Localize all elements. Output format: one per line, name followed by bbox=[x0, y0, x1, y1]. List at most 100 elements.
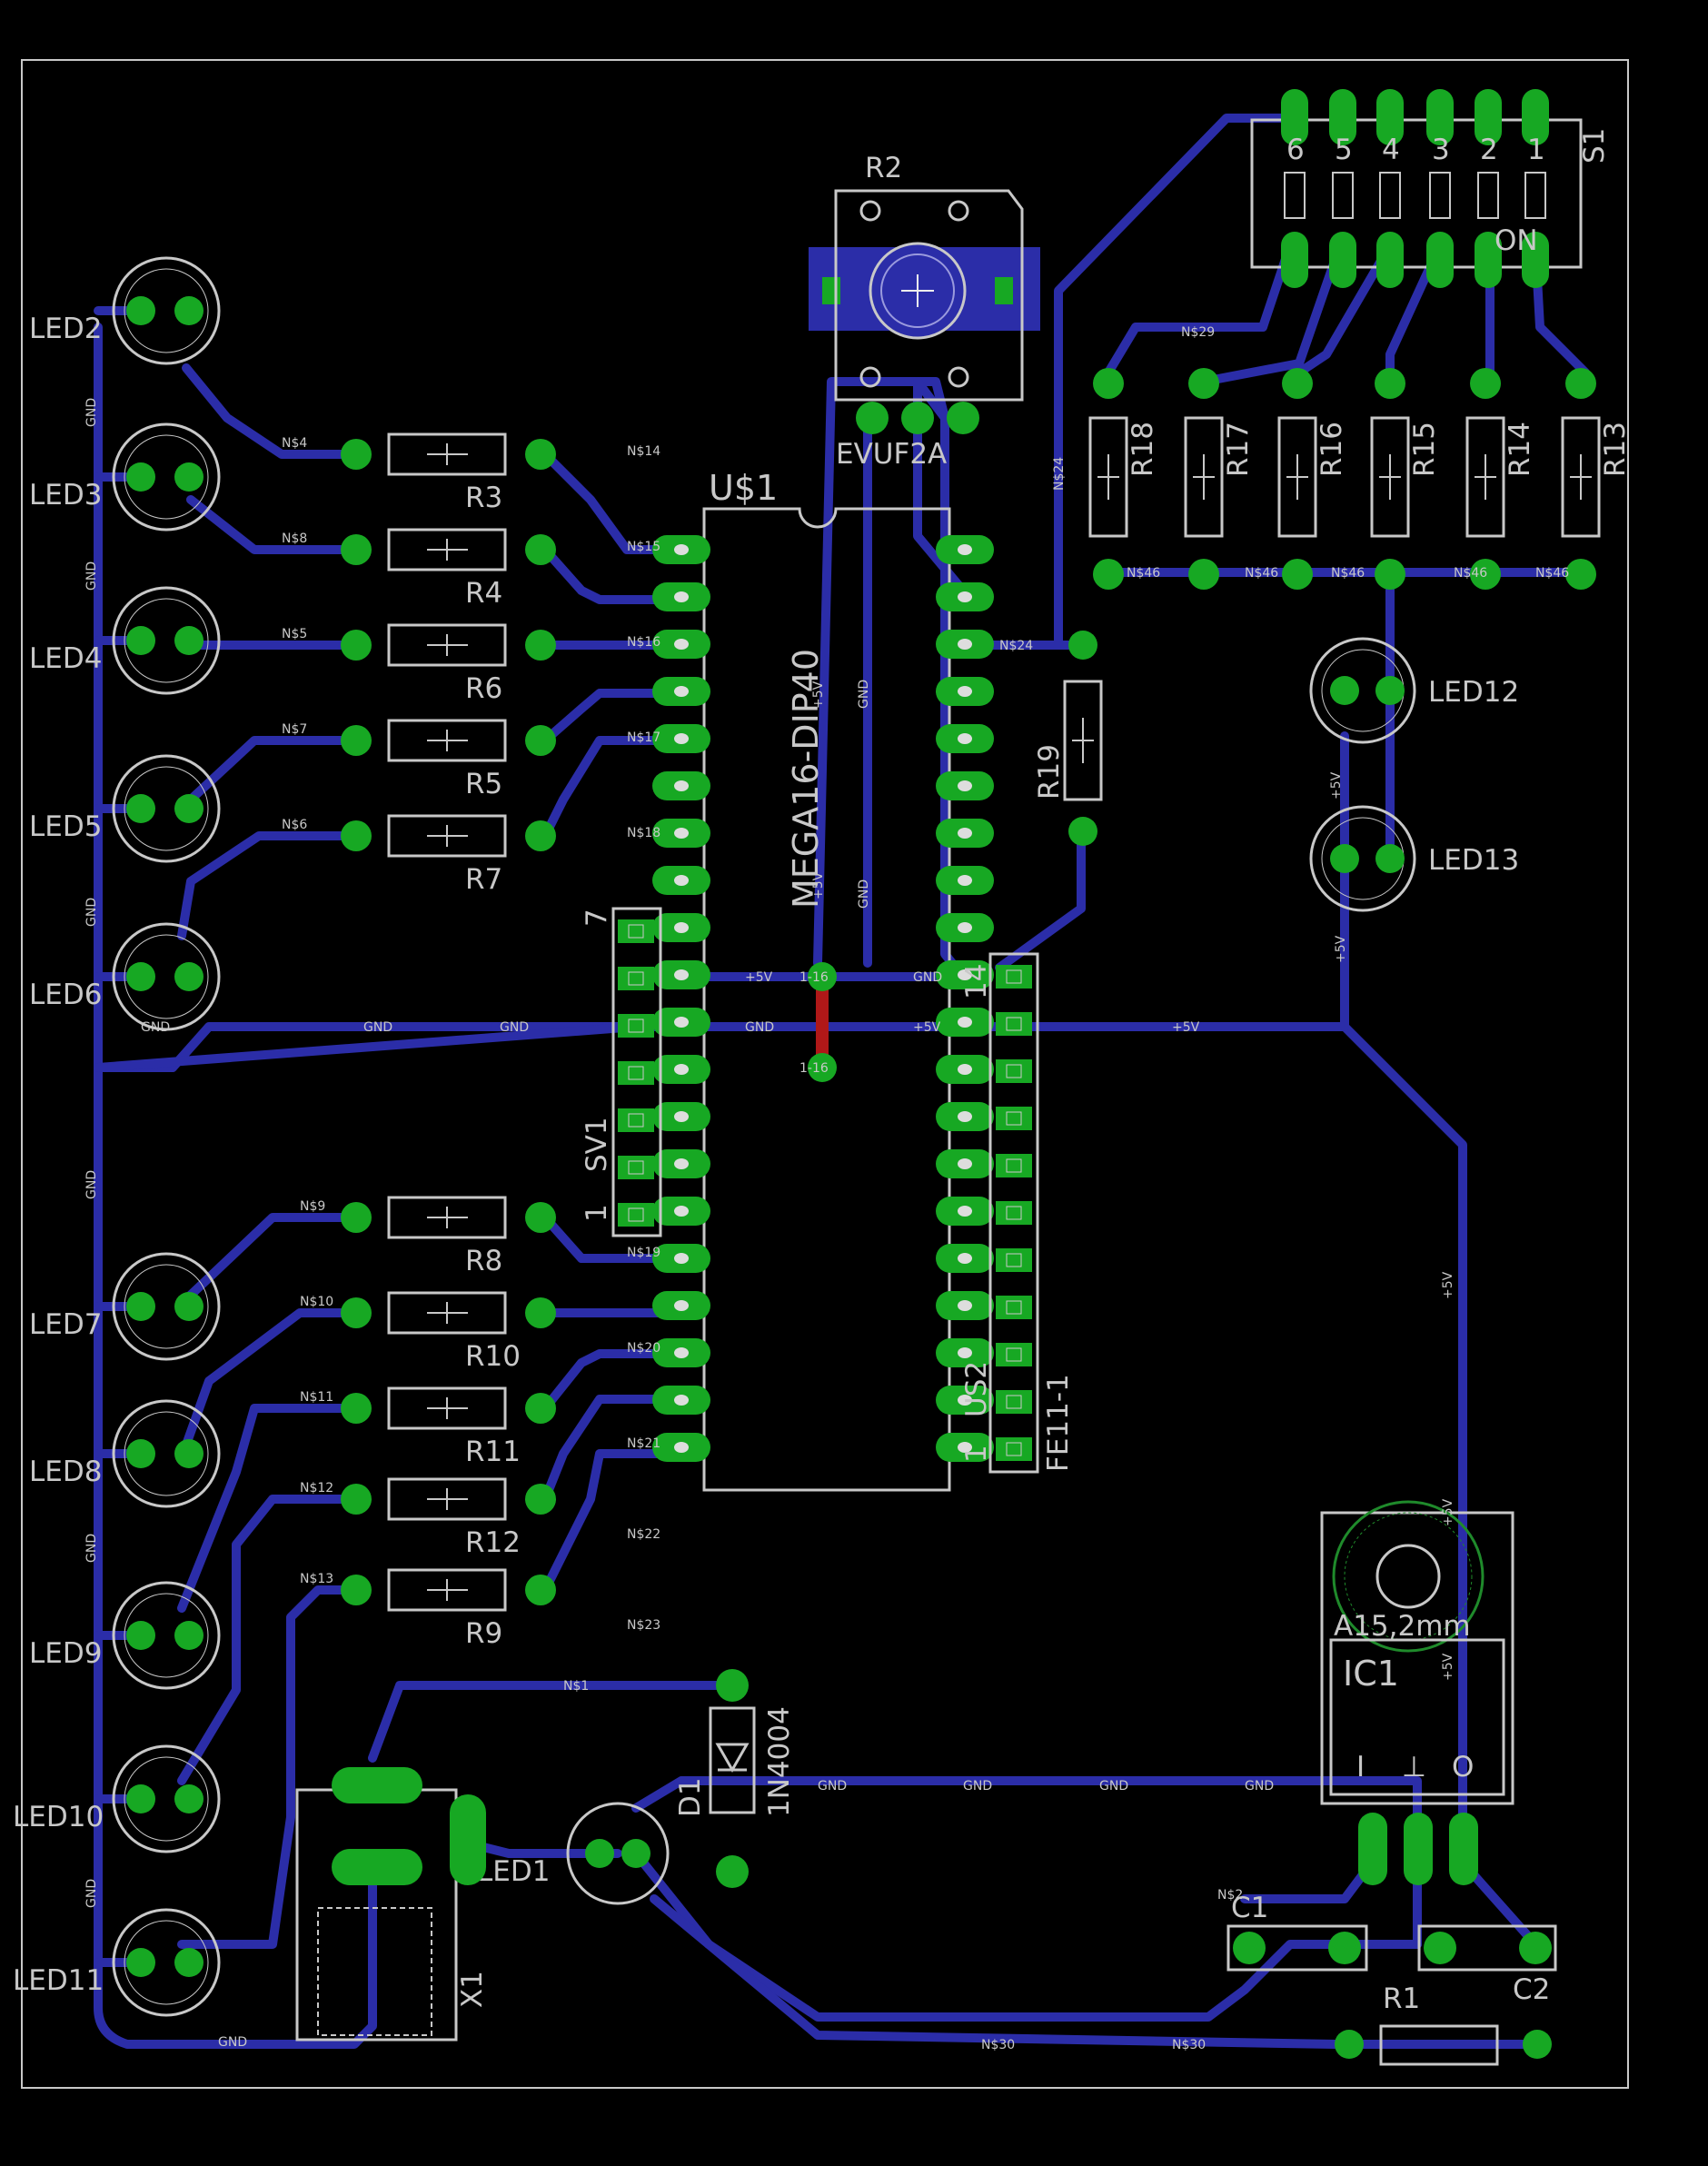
sv1-pin bbox=[618, 1203, 654, 1227]
net-label: N$2 bbox=[1217, 1888, 1243, 1903]
sv1-pin bbox=[618, 919, 654, 943]
left-resistor-pad bbox=[341, 1484, 372, 1515]
net-label: N$24 bbox=[1052, 457, 1067, 491]
left-led-outline bbox=[112, 1581, 221, 1690]
mcu-pin-drill bbox=[674, 1347, 689, 1358]
sv1-pin1: 1 bbox=[581, 1204, 613, 1222]
mcu-pin-drill bbox=[674, 1253, 689, 1264]
left-resistor-mark bbox=[427, 1397, 468, 1419]
us2-pin bbox=[996, 1343, 1032, 1366]
left-resistor-name: R10 bbox=[465, 1340, 521, 1373]
r1 bbox=[1335, 2024, 1552, 2066]
left-resistor-body bbox=[387, 1386, 507, 1430]
left-resistor-pad bbox=[525, 820, 556, 851]
net-label: +5V bbox=[1172, 1020, 1200, 1035]
net-label: N$30 bbox=[1172, 2038, 1206, 2052]
left-resistor-mark bbox=[427, 1579, 468, 1601]
left-led-outline bbox=[112, 922, 221, 1031]
mcu-pin-drill bbox=[674, 1158, 689, 1169]
sv1-pin-mark bbox=[628, 1066, 644, 1080]
net-label: N$30 bbox=[981, 2038, 1015, 2052]
net-label: N$7 bbox=[282, 722, 307, 737]
left-resistor-name: R3 bbox=[465, 482, 502, 514]
net-label: +5V bbox=[811, 681, 826, 709]
mcu-pin-drill bbox=[958, 733, 972, 744]
left-resistor-pad bbox=[341, 1202, 372, 1233]
net-label: GND bbox=[500, 1020, 529, 1035]
left-led-ring bbox=[124, 1411, 209, 1496]
mcu-pins bbox=[618, 535, 1032, 1462]
left-resistor-body bbox=[387, 814, 507, 858]
left-led-name: LED3 bbox=[29, 479, 102, 512]
left-resistor-pad bbox=[525, 1575, 556, 1605]
mcu-pin-drill bbox=[674, 828, 689, 839]
left-led-pad bbox=[174, 1621, 204, 1650]
mcu-pin-drill bbox=[958, 1017, 972, 1028]
left-led-ring bbox=[124, 1756, 209, 1842]
right-led-name: LED13 bbox=[1428, 844, 1519, 877]
top-resistor-name: R17 bbox=[1222, 422, 1255, 477]
r19-name: R19 bbox=[1033, 744, 1066, 800]
net-label: GND bbox=[857, 680, 871, 709]
pot-name: R2 bbox=[865, 152, 902, 184]
us2-pin-mark bbox=[1006, 1017, 1022, 1031]
mcu-pin-drill bbox=[674, 922, 689, 933]
d1-value: 1N4004 bbox=[763, 1706, 796, 1817]
left-resistor-pad bbox=[341, 630, 372, 661]
mcu-pin-drill bbox=[674, 686, 689, 697]
mcu-pin-drill bbox=[674, 544, 689, 555]
left-led-name: LED4 bbox=[29, 642, 102, 675]
s1-number: 5 bbox=[1335, 134, 1353, 166]
top-resistor-pad bbox=[1375, 368, 1405, 399]
fe-name: FE11-1 bbox=[1042, 1374, 1075, 1472]
s1-switch bbox=[1332, 172, 1354, 219]
left-led-pad bbox=[174, 1439, 204, 1468]
sv1-pin-mark bbox=[628, 1207, 644, 1222]
left-resistor-body bbox=[387, 1477, 507, 1521]
net-label: N$6 bbox=[282, 818, 307, 832]
r1-name: R1 bbox=[1383, 1982, 1420, 2015]
mcu-pin-drill bbox=[958, 922, 972, 933]
left-resistor-name: R9 bbox=[465, 1617, 502, 1650]
left-resistor-name: R4 bbox=[465, 577, 502, 610]
left-led-name: LED10 bbox=[13, 1801, 104, 1833]
left-led-outline bbox=[112, 1252, 221, 1361]
left-led-pad bbox=[174, 1784, 204, 1813]
left-led-outline bbox=[112, 422, 221, 532]
left-led-ring bbox=[124, 1264, 209, 1349]
us2-pin-mark bbox=[1006, 1158, 1022, 1173]
net-label: N$4 bbox=[282, 436, 307, 451]
net-label: GND bbox=[141, 1020, 170, 1035]
s1-switch bbox=[1284, 172, 1306, 219]
sv1-pin bbox=[618, 1014, 654, 1038]
ic1-pin-g: ⊥ bbox=[1402, 1751, 1426, 1783]
left-led-pad bbox=[174, 794, 204, 823]
mcu-pin-drill bbox=[958, 591, 972, 602]
top-resistor-body bbox=[1088, 416, 1128, 538]
us2-pin-mark bbox=[1006, 969, 1022, 984]
net-label: GND bbox=[818, 1779, 847, 1793]
left-led-ring bbox=[124, 1593, 209, 1678]
regulator bbox=[1320, 1500, 1514, 1885]
net-label: N$9 bbox=[300, 1199, 325, 1214]
s1-number: 3 bbox=[1432, 134, 1450, 166]
s1-switch bbox=[1524, 172, 1546, 219]
net-label: GND bbox=[857, 879, 871, 909]
net-label: N$29 bbox=[1181, 325, 1215, 340]
mcu-pin-drill bbox=[958, 1158, 972, 1169]
sv1-pin-mark bbox=[628, 1018, 644, 1033]
left-led-pad bbox=[126, 462, 155, 492]
top-resistor-body bbox=[1370, 416, 1410, 538]
mcu-pin-drill bbox=[958, 544, 972, 555]
s1-switch bbox=[1429, 172, 1451, 219]
sv1-pin-mark bbox=[628, 1113, 644, 1128]
left-resistor-pad bbox=[341, 820, 372, 851]
right-led-outline bbox=[1309, 637, 1416, 744]
net-label: N$10 bbox=[300, 1295, 333, 1309]
mcu-pin-drill bbox=[674, 969, 689, 980]
left-resistor-name: R5 bbox=[465, 768, 502, 800]
s1-number: 6 bbox=[1286, 134, 1305, 166]
mcu-pin-drill bbox=[958, 828, 972, 839]
left-resistor-name: R11 bbox=[465, 1436, 521, 1468]
